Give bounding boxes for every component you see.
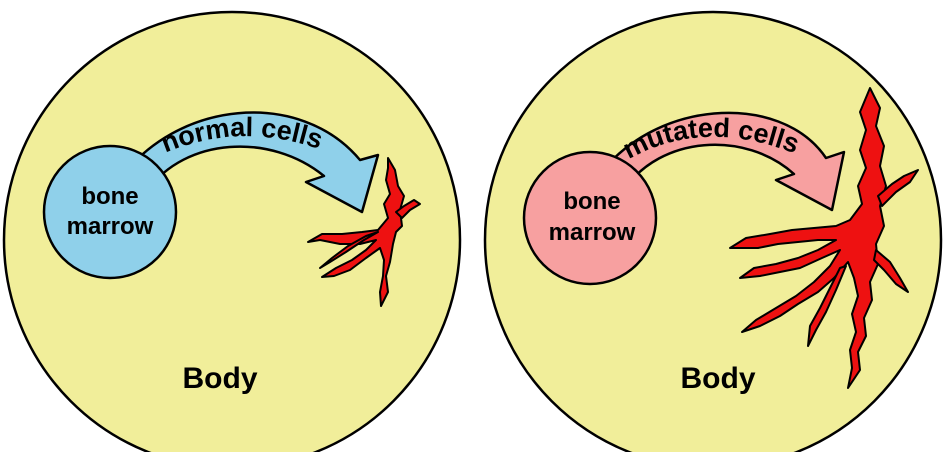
right-bone-marrow-circle (522, 150, 658, 286)
left-body-label: Body (183, 362, 258, 395)
right-blood-vessel (729, 87, 919, 389)
left-marrow-line1: bone (81, 183, 138, 210)
left-body-circle (2, 10, 462, 452)
mutated-cells-arrow (594, 111, 846, 212)
right-panel: mutated cells bone marrow Body (483, 10, 943, 452)
left-marrow-line2: marrow (67, 213, 154, 240)
left-bone-marrow-circle (42, 144, 178, 280)
left-blood-vessel (307, 157, 421, 307)
right-marrow-line2: marrow (549, 219, 636, 246)
normal-cells-arrow (116, 111, 380, 214)
left-panel: normal cells bone marrow Body (2, 10, 462, 452)
right-marrow-line1: bone (563, 188, 620, 215)
right-body-label: Body (681, 362, 756, 395)
right-body-circle (483, 10, 943, 452)
